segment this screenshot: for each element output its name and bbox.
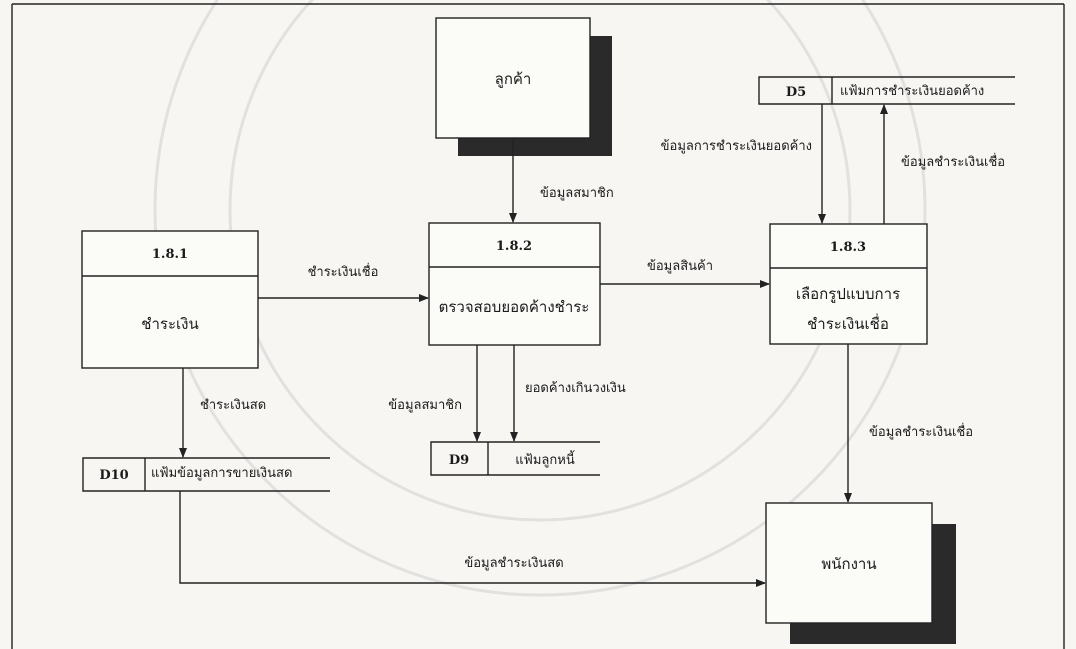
- flow-label: ข้อมูลชำระเงินเชื่อ: [869, 423, 973, 440]
- process-name-line: ชำระเงิน: [141, 315, 198, 333]
- flow-label: ข้อมูลสมาชิก: [388, 398, 462, 413]
- flow-1-8-1-to-1-8-2: ชำระเงินเชื่อ: [258, 263, 429, 302]
- process-name-line: ตรวจสอบยอดค้างชำระ: [439, 298, 590, 316]
- entity-box: [765, 502, 933, 624]
- flow-1-8-3-to-d5: ข้อมูลชำระเงินเชื่อ: [880, 104, 1005, 224]
- customer-label: ลูกค้า: [495, 70, 532, 88]
- process-id: 1.8.3: [830, 240, 866, 255]
- process-id: 1.8.1: [152, 247, 188, 262]
- external-entity-employee: พนักงาน: [765, 502, 956, 644]
- flow-1-8-1-to-d10: ชำระเงินสด: [179, 368, 266, 458]
- process-name-line: เลือกรูปแบบการ: [796, 285, 900, 303]
- process-box: [81, 230, 259, 369]
- flow-1-8-2-to-1-8-3: ข้อมูลสินค้า: [600, 259, 770, 288]
- store-code: D10: [99, 468, 128, 483]
- external-entity-customer: ลูกค้า: [435, 17, 612, 156]
- flow-label: ข้อมูลการชำระเงินยอดค้าง: [661, 139, 812, 154]
- flow-label: ชำระเงินเชื่อ: [308, 263, 379, 280]
- employee-label: พนักงาน: [821, 555, 876, 573]
- flow-d5-to-1-8-3: ข้อมูลการชำระเงินยอดค้าง: [661, 104, 826, 224]
- process-1-8-1: 1.8.1 ชำระเงิน: [81, 230, 259, 369]
- flow-label: ชำระเงินสด: [200, 398, 266, 413]
- flow-customer-to-1-8-2: ข้อมูลสมาชิก: [509, 138, 614, 223]
- process-name-line: ชำระเงินเชื่อ: [807, 313, 889, 333]
- flow-label: ข้อมูลสมาชิก: [540, 186, 614, 201]
- store-code: D5: [786, 85, 806, 100]
- data-store-d9: D9 แฟ้มลูกหนี้: [430, 441, 600, 476]
- data-store-d10: D10 แฟ้มข้อมูลการขายเงินสด: [82, 457, 330, 492]
- store-code: D9: [449, 453, 469, 468]
- store-name: แฟ้มลูกหนี้: [515, 450, 575, 468]
- flow-1-8-2-to-d9-overdue: ยอดค้างเกินวงเงิน: [510, 345, 626, 442]
- flow-d10-to-employee: ข้อมูลชำระเงินสด: [179, 491, 766, 587]
- store-name: แฟ้มการชำระเงินยอดค้าง: [840, 84, 984, 99]
- flow-1-8-2-to-d9-member: ข้อมูลสมาชิก: [388, 345, 481, 442]
- process-box: [769, 223, 928, 345]
- flow-label: ข้อมูลสินค้า: [647, 259, 713, 274]
- process-id: 1.8.2: [496, 239, 532, 254]
- entity-box: [435, 17, 591, 139]
- process-1-8-3: 1.8.3 เลือกรูปแบบการ ชำระเงินเชื่อ: [769, 223, 928, 345]
- flow-label: ข้อมูลชำระเงินเชื่อ: [901, 153, 1005, 170]
- flow-label: ยอดค้างเกินวงเงิน: [525, 381, 626, 396]
- store-name: แฟ้มข้อมูลการขายเงินสด: [151, 466, 292, 481]
- watermark-seal: [153, 0, 927, 597]
- diagram-frame: [11, 3, 1065, 649]
- flow-label: ข้อมูลชำระเงินสด: [464, 556, 563, 571]
- process-box: [428, 222, 601, 346]
- data-store-d5: D5 แฟ้มการชำระเงินยอดค้าง: [758, 76, 1015, 105]
- process-1-8-2: 1.8.2 ตรวจสอบยอดค้างชำระ: [428, 222, 601, 346]
- flow-1-8-3-to-employee: ข้อมูลชำระเงินเชื่อ: [844, 344, 973, 503]
